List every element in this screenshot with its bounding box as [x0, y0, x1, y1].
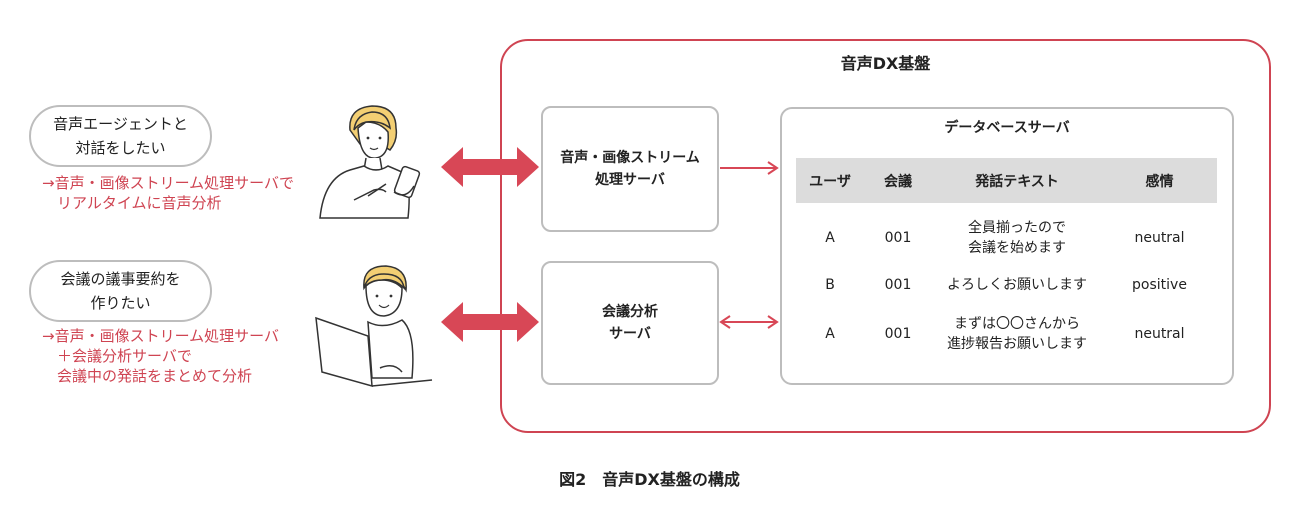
- cell-emotion: positive: [1132, 277, 1187, 293]
- request-bubble-meeting-summary: 会議の議事要約を 作りたい: [29, 260, 212, 322]
- cell-speech-text: まずは〇〇さんから 進捗報告お願いします: [947, 316, 1087, 352]
- table-row: A 001 全員揃ったので 会議を始めます neutral: [796, 203, 1217, 269]
- cell-user: A: [825, 326, 835, 342]
- header-speech-text: 発話テキスト: [932, 158, 1102, 203]
- voice-dx-platform-frame: [500, 39, 1271, 433]
- cell-user: A: [825, 230, 835, 246]
- header-user: ユーザ: [796, 158, 864, 203]
- cell-speech-text: 全員揃ったので 会議を始めます: [968, 220, 1066, 256]
- table-row: A 001 まずは〇〇さんから 進捗報告お願いします neutral: [796, 301, 1217, 367]
- cell-emotion: neutral: [1134, 230, 1185, 246]
- note-voice-agent: →音声・画像ストリーム処理サーバで リアルタイムに音声分析: [42, 174, 294, 212]
- database-server-title: データベースサーバ: [944, 120, 1070, 136]
- table-header-row: ユーザ 会議 発話テキスト 感情: [796, 158, 1217, 203]
- meeting-analysis-server: 会議分析 サーバ: [541, 261, 719, 385]
- thick-double-arrow-1: [441, 147, 539, 187]
- cell-meeting: 001: [884, 277, 912, 293]
- cell-user: B: [825, 277, 835, 293]
- speech-data-table: ユーザ 会議 発話テキスト 感情 A 001 全員揃ったので 会議を始めます n…: [796, 158, 1217, 367]
- cell-meeting: 001: [884, 230, 912, 246]
- header-meeting: 会議: [864, 158, 932, 203]
- platform-title: 音声DX基盤: [840, 54, 931, 73]
- figure-caption: 図2 音声DX基盤の構成: [559, 470, 740, 489]
- thick-double-arrow-2: [441, 302, 539, 342]
- table-row: B 001 よろしくお願いします positive: [796, 269, 1217, 301]
- database-server: [780, 107, 1234, 385]
- cell-emotion: neutral: [1134, 326, 1185, 342]
- cell-speech-text: よろしくお願いします: [947, 277, 1087, 293]
- header-emotion: 感情: [1102, 158, 1217, 203]
- man-laptop-illustration: [315, 265, 433, 387]
- cell-meeting: 001: [884, 326, 912, 342]
- note-meeting-summary: →音声・画像ストリーム処理サーバ ＋会議分析サーバで 会議中の発話をまとめて分析: [42, 327, 279, 385]
- thin-double-arrow-analysis-database: [719, 315, 779, 329]
- stream-processing-server: 音声・画像ストリーム 処理サーバ: [541, 106, 719, 232]
- woman-smartphone-illustration: [319, 105, 421, 219]
- thin-arrow-to-database: [720, 161, 779, 175]
- request-bubble-voice-agent: 音声エージェントと 対話をしたい: [29, 105, 212, 167]
